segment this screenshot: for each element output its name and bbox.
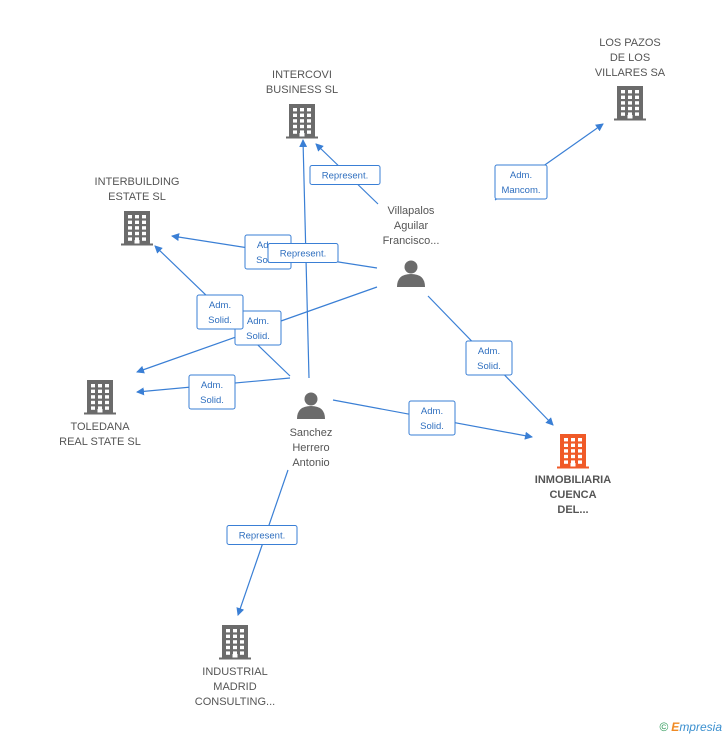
edge-label-text: Solid.: [246, 331, 270, 342]
edge-label-text: Mancom.: [501, 185, 540, 196]
node-los_pazos[interactable]: LOS PAZOS DE LOS VILLARES SA: [595, 37, 666, 121]
edge-label-box: [408, 400, 456, 436]
edge-label-villapalos-to-inmobiliaria[interactable]: Adm. Solid.: [465, 340, 513, 376]
node-toledana[interactable]: TOLEDANA REAL STATE SL: [59, 380, 141, 448]
node-label: TOLEDANA: [70, 421, 130, 433]
node-label: MADRID: [213, 681, 256, 693]
node-villapalos[interactable]: VillapalosAguilarFrancisco...: [383, 205, 440, 287]
node-label: Antonio: [292, 457, 329, 469]
edge-label-box: [226, 525, 298, 545]
node-label: INTERBUILDING: [95, 176, 180, 188]
edge-label-sanchez-to-interbuilding[interactable]: Adm. Solid.: [196, 294, 244, 330]
edge-label-box: [494, 164, 548, 200]
node-label: INMOBILIARIA: [535, 474, 611, 486]
node-label: LOS PAZOS: [599, 37, 661, 49]
node-label: VILLARES SA: [595, 67, 666, 79]
brand-initial: E: [671, 720, 680, 734]
edge-label-sanchez-to-intercovi[interactable]: Represent.: [267, 243, 339, 263]
building-icon: [286, 104, 318, 139]
node-interbuilding[interactable]: INTERBUILDING ESTATE SL: [95, 176, 180, 246]
node-label: Herrero: [292, 442, 329, 454]
edge-labels-layer: Adm. Mancom. Represent. Adm. Solid. Adm. Solid…: [188, 164, 548, 545]
node-label: Francisco...: [383, 235, 440, 247]
node-label: Sanchez: [290, 427, 333, 439]
edge-label-text: Solid.: [208, 315, 232, 326]
edge-label-villapalos-to-los_pazos[interactable]: Adm. Mancom.: [494, 164, 548, 200]
edge-label-text: Represent.: [280, 249, 326, 260]
edge-label-text: Adm.: [478, 346, 500, 357]
edge-label-sanchez-to-toledana[interactable]: Adm. Solid.: [188, 374, 236, 410]
node-label: INTERCOVI: [272, 69, 332, 81]
edge-label-sanchez-to-industrial[interactable]: Represent.: [226, 525, 298, 545]
node-intercovi[interactable]: INTERCOVI BUSINESS SL: [266, 69, 338, 139]
node-label: Aguilar: [394, 220, 429, 232]
person-icon: [297, 392, 325, 419]
node-label: DEL...: [557, 504, 588, 516]
edge-label-text: Solid.: [420, 421, 444, 432]
node-inmobiliaria[interactable]: INMOBILIARIA CUENCA DEL...: [535, 434, 611, 516]
node-label: DE LOS: [610, 52, 650, 64]
node-label: REAL STATE SL: [59, 436, 141, 448]
building-icon: [557, 434, 589, 469]
person-icon: [397, 260, 425, 287]
edge-label-text: Solid.: [477, 361, 501, 372]
edge-label-villapalos-to-intercovi[interactable]: Represent.: [309, 165, 381, 185]
edge-label-text: Represent.: [239, 531, 285, 542]
edge-label-box: [309, 165, 381, 185]
building-icon: [84, 380, 116, 415]
node-label: CUENCA: [549, 489, 596, 501]
node-label: Villapalos: [388, 205, 435, 217]
edge-label-text: Represent.: [322, 171, 368, 182]
edge-label-text: Adm.: [201, 380, 223, 391]
edge-label-text: Adm.: [247, 316, 269, 327]
edge-label-box: [465, 340, 513, 376]
node-industrial[interactable]: INDUSTRIAL MADRID CONSULTING...: [195, 625, 275, 708]
node-label: CONSULTING...: [195, 696, 275, 708]
brand-name: mpresia: [679, 720, 722, 734]
edge-label-text: Adm.: [510, 170, 532, 181]
edge-label-text: Adm.: [209, 300, 231, 311]
edge-label-sanchez-to-inmobiliaria[interactable]: Adm. Solid.: [408, 400, 456, 436]
building-icon: [219, 625, 251, 660]
edge-label-text: Adm.: [421, 406, 443, 417]
node-label: ESTATE SL: [108, 191, 166, 203]
edge-label-box: [196, 294, 244, 330]
node-label: BUSINESS SL: [266, 84, 338, 96]
building-icon: [614, 86, 646, 121]
copyright-icon: ©: [659, 720, 669, 734]
edge-label-box: [267, 243, 339, 263]
building-icon: [121, 211, 153, 246]
empresia-watermark[interactable]: ©Empresia: [659, 720, 722, 734]
nodes-layer: LOS PAZOS DE LOS VILLARES SA INTERCOVI BUSIN…: [59, 37, 666, 708]
edge-label-box: [188, 374, 236, 410]
edge-label-text: Solid.: [200, 395, 224, 406]
node-label: INDUSTRIAL: [202, 666, 267, 678]
